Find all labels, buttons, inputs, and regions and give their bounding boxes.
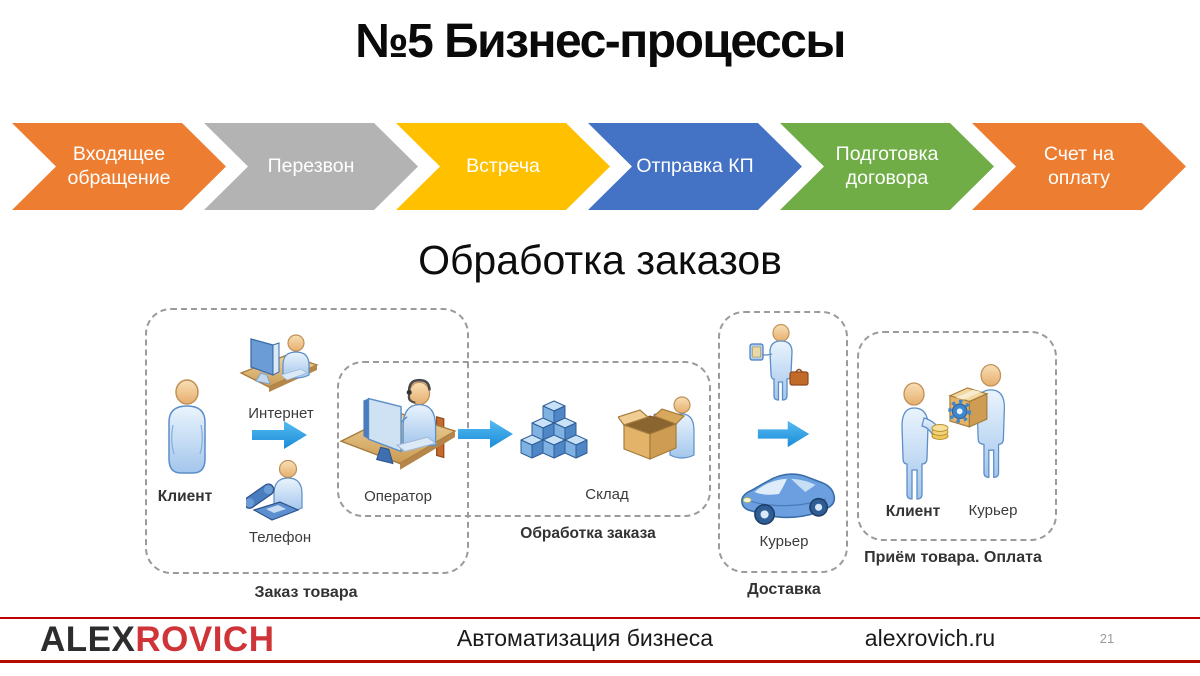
process-step-invoice: Счет на оплату bbox=[972, 123, 1186, 210]
client-figure-icon bbox=[168, 379, 206, 474]
footer-divider-top bbox=[0, 617, 1200, 619]
company-logo: ALEXROVICH bbox=[40, 620, 274, 660]
group-label-delivery: Доставка bbox=[747, 581, 821, 598]
flow-arrow-icon bbox=[757, 420, 810, 448]
logo-text-black: ALEX bbox=[40, 620, 136, 659]
group-box-receive bbox=[857, 331, 1057, 541]
process-step-callback: Перезвон bbox=[204, 123, 418, 210]
group-label-order: Заказ товара bbox=[254, 584, 358, 601]
group-label-processing: Обработка заказа bbox=[520, 525, 656, 542]
footer-tagline: Автоматизация бизнеса bbox=[456, 625, 714, 651]
group-box-processing bbox=[337, 361, 711, 517]
flow-arrow-icon bbox=[458, 420, 513, 448]
label-courier-delivery: Курьер bbox=[759, 533, 809, 550]
label-warehouse: Склад bbox=[585, 486, 629, 503]
label-courier-receive: Курьер bbox=[968, 502, 1018, 519]
process-step-incoming: Входящее обращение bbox=[12, 123, 226, 210]
diagram-title: Обработка заказов bbox=[418, 237, 782, 283]
label-phone: Телефон bbox=[248, 529, 312, 546]
phone-icon bbox=[246, 459, 303, 521]
client-paying-icon bbox=[901, 382, 949, 500]
footer-divider-bottom bbox=[0, 660, 1200, 663]
slide-title: №5 Бизнес-процессы bbox=[355, 15, 846, 68]
logo-text-red: ROVICH bbox=[135, 620, 275, 659]
page-number: 21 bbox=[1099, 631, 1115, 646]
flow-arrow-icon bbox=[252, 421, 307, 449]
group-label-receive: Приём товара. Оплата bbox=[864, 549, 1042, 566]
delivery-car-icon bbox=[741, 473, 836, 525]
footer: ALEXROVICH Автоматизация бизнеса alexrov… bbox=[0, 619, 1200, 660]
label-operator: Оператор bbox=[364, 488, 432, 505]
internet-icon bbox=[239, 334, 319, 392]
warehouse-boxes-icon bbox=[520, 400, 588, 459]
label-internet: Интернет bbox=[248, 405, 314, 422]
process-step-proposal: Отправка КП bbox=[588, 123, 802, 210]
courier-with-package-icon bbox=[749, 324, 809, 401]
group-box-delivery bbox=[718, 311, 848, 573]
group-box-order bbox=[145, 308, 469, 574]
label-client-receive: Клиент bbox=[885, 503, 941, 520]
process-step-meeting: Встреча bbox=[396, 123, 610, 210]
courier-with-parcel-icon bbox=[948, 364, 1006, 479]
operator-icon bbox=[339, 378, 457, 470]
label-client: Клиент bbox=[157, 488, 213, 505]
process-chevron-row: Входящее обращение Перезвон Встреча Отпр… bbox=[12, 123, 1186, 210]
process-step-contract: Подготовка договора bbox=[780, 123, 994, 210]
packing-box-icon bbox=[618, 396, 695, 460]
footer-website: alexrovich.ru bbox=[864, 625, 996, 651]
